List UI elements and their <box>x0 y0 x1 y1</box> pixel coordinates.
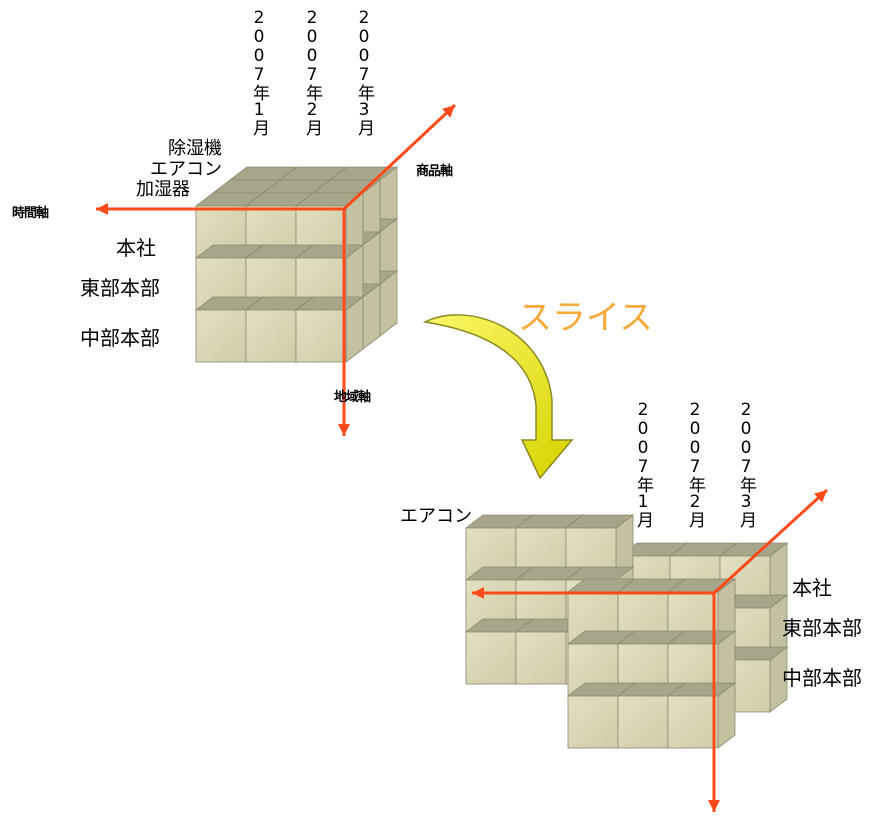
cube1-region-label-2: 東部本部 <box>80 276 160 300</box>
region-axis-arrow <box>338 209 350 436</box>
block-front-face <box>515 631 567 685</box>
axis-arrowhead <box>442 105 455 118</box>
time-axis-arrow <box>96 203 344 215</box>
slice-curved-arrow <box>422 314 574 480</box>
cube1-product-label-3: 加湿器 <box>136 179 190 200</box>
axis-arrowhead <box>338 424 350 436</box>
slice-operation-label: スライス <box>518 298 653 338</box>
time-axis-label: 時間軸 <box>12 206 49 221</box>
cube2-front-cell <box>666 682 737 749</box>
cube1-region-label-3: 中部本部 <box>80 326 160 350</box>
block-front-face <box>567 695 619 749</box>
cube2-product-axis-arrow <box>712 488 829 595</box>
cube1-product-label-2: エアコン <box>150 159 222 180</box>
block-front-face <box>465 631 517 685</box>
block-front-face <box>195 309 247 363</box>
cube2-time-label-3: 2007年3月 <box>736 400 756 527</box>
cube2-region-axis-arrow <box>708 593 720 812</box>
product-axis-label: 商品軸 <box>416 164 453 179</box>
cube1-time-label-1: 2007年1月 <box>249 8 269 135</box>
cube2-time-label-2: 2007年2月 <box>685 400 705 527</box>
axis-arrowhead <box>708 800 720 812</box>
cube2-region-label-1: 本社 <box>792 576 832 600</box>
cube2-region-label-2: 東部本部 <box>782 616 862 640</box>
product-axis-arrow <box>342 103 457 211</box>
block-front-face <box>295 309 347 363</box>
cube1-cell <box>294 296 365 363</box>
cube1-time-label-3: 2007年3月 <box>354 8 374 135</box>
block-front-face <box>245 309 297 363</box>
cube2-back-cell <box>718 594 789 661</box>
axis-line <box>342 103 457 211</box>
cube2-time-axis-arrow <box>472 587 714 599</box>
cube1-region-label-1: 本社 <box>116 236 156 260</box>
cube2-region-label-3: 中部本部 <box>782 666 862 690</box>
axis-line <box>712 488 829 595</box>
block-front-face <box>667 695 719 749</box>
axis-arrowhead <box>472 587 484 599</box>
cube2-time-label-1: 2007年1月 <box>633 400 653 527</box>
region-axis-label: 地域軸 <box>334 390 371 405</box>
slice-arrow-shape <box>422 314 574 480</box>
block-front-face <box>617 695 669 749</box>
cube2-slice-product-label: エアコン <box>400 506 472 527</box>
cube1-product-label-1: 除湿機 <box>168 138 222 159</box>
cube1-time-label-2: 2007年2月 <box>302 8 322 135</box>
axis-arrowhead <box>96 203 108 215</box>
axis-arrowhead <box>814 490 827 503</box>
